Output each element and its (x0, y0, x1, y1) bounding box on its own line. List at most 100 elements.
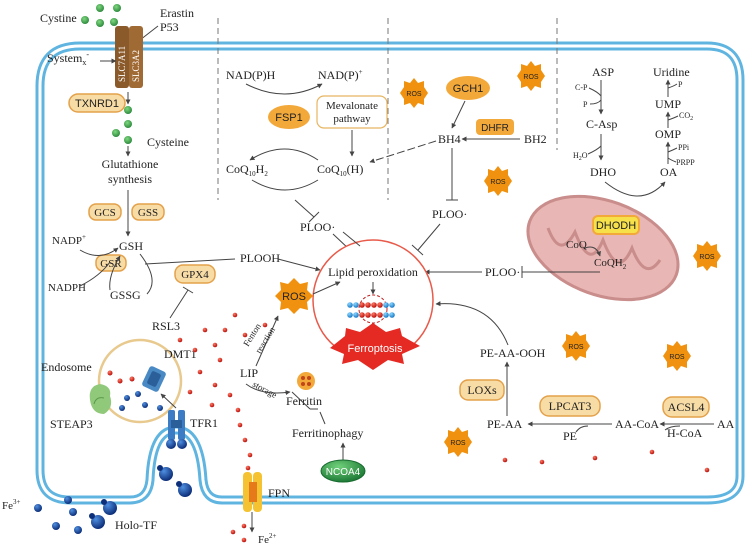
lip-label: LIP (240, 366, 258, 380)
p53-label: P53 (160, 20, 179, 34)
steap3-label: STEAP3 (50, 417, 93, 431)
bh4-label: BH4 (438, 132, 461, 146)
slc3a2-label: SLC3A2 (131, 50, 141, 82)
gcs-enzyme (88, 203, 122, 221)
ros-burst: ROS (400, 78, 428, 108)
gch1-label: GCH1 (453, 83, 484, 95)
fpn-transporter (243, 472, 262, 512)
svg-text:ROS: ROS (568, 344, 584, 351)
svg-text:ROS: ROS (669, 354, 685, 361)
txnrd1-enzyme (68, 93, 126, 113)
endosome (97, 338, 183, 424)
hcoa-label: H-CoA (667, 426, 703, 440)
system-xc-transporter: SLC7A11 SLC3A2 (115, 26, 143, 88)
dmt1-label: DMT1 (164, 347, 197, 361)
steap3-protein (89, 384, 112, 414)
rsl3-label: RSL3 (152, 319, 180, 333)
casp-label: C-Asp (586, 117, 617, 131)
coq-mito-label: CoQ (566, 239, 587, 251)
slc7a11-label: SLC7A11 (117, 46, 127, 82)
fsp1-enzyme (268, 105, 310, 129)
aa-label: AA (717, 417, 735, 431)
dhfr-enzyme (476, 119, 514, 135)
loxs-enzyme (459, 379, 505, 401)
dhodh-label: DHODH (596, 220, 636, 232)
lip-iron-pool (177, 312, 268, 471)
lpcat3-label: LPCAT3 (549, 399, 592, 413)
fe3-label: Fe3+ (2, 498, 21, 512)
nadph-fsp1-label: NAD(P)H (226, 68, 276, 82)
cystine-particles (81, 4, 121, 27)
svg-text:ROS: ROS (490, 179, 506, 186)
coq10h-label: CoQ10(H) (317, 162, 363, 178)
coqh2-mito-label: CoQH2 (594, 257, 627, 271)
prpp-label: PRPP (676, 158, 695, 167)
oa-label: OA (660, 165, 678, 179)
dhfr-label: DHFR (481, 123, 509, 134)
scattered-iron (502, 449, 710, 473)
cell-membrane (35, 41, 745, 505)
ros-burst-center (275, 278, 313, 314)
p-label: P (583, 100, 588, 109)
h2o-label: H2O (573, 151, 588, 162)
dhodh-enzyme (592, 215, 640, 235)
ros-center-label: ROS (282, 291, 306, 303)
gpx4-enzyme (174, 264, 216, 284)
omp-label: OMP (655, 127, 681, 141)
erastin-label: Erastin (160, 6, 194, 20)
gsh-synthesis-label-1: Glutathione (102, 157, 159, 171)
acsl4-enzyme (662, 396, 710, 418)
ros-burst: ROS (517, 61, 545, 91)
plooh-label: PLOOH (240, 251, 280, 265)
ploo-gch1-label: PLOO· (432, 207, 467, 221)
cystine-label: Cystine (40, 11, 77, 25)
mevalonate-box (316, 95, 388, 129)
aa-coa-label: AA-CoA (615, 417, 659, 431)
lipid-bilayer (347, 294, 395, 324)
holo-tf-label: Holo-TF (115, 518, 157, 532)
gssg-label: GSSG (110, 288, 141, 302)
fpn-label: FPN (268, 486, 290, 500)
ncoa4-protein (320, 459, 366, 483)
lipid-peroxidation-label: Lipid peroxidation (328, 265, 418, 279)
endosome-iron (107, 370, 163, 411)
acsl4-label: ACSL4 (668, 400, 705, 414)
ros-burst: ROS (663, 341, 691, 371)
gpx4-label: GPX4 (181, 269, 209, 281)
ppi-label: PPi (678, 143, 690, 152)
lpcat3-enzyme (539, 395, 601, 417)
mevalonate-label-1: Mevalonate (326, 100, 378, 112)
pe-aa-ooh-label: PE-AA-OOH (480, 346, 546, 360)
extracellular-fe3 (34, 496, 82, 534)
asp-label: ASP (592, 65, 614, 79)
co2-label: CO2 (679, 111, 693, 122)
ferritin-icon (297, 372, 315, 390)
gss-label: GSS (138, 207, 158, 219)
ros-burst: ROS (562, 331, 590, 361)
nadp-fsp1-label: NAD(P)+ (318, 68, 363, 82)
dho-label: DHO (590, 165, 616, 179)
gch1-enzyme (446, 76, 490, 100)
tfr1-receptor (166, 410, 187, 449)
bh2-label: BH2 (524, 132, 547, 146)
ferritin-label: Ferritin (286, 394, 322, 408)
ros-burst: ROS (693, 241, 721, 271)
ploo-dhodh-label: PLOO· (485, 265, 520, 279)
svg-text:ROS: ROS (450, 440, 466, 447)
txnrd1-label: TXNRD1 (75, 98, 119, 110)
ferroptosis-label: Ferroptosis (347, 343, 403, 355)
dmt1-transporter (142, 366, 166, 392)
fsp1-label: FSP1 (275, 112, 303, 124)
ros-burst: ROS (444, 427, 472, 457)
gsh-label: GSH (119, 239, 143, 253)
cysteine-label: Cysteine (147, 135, 189, 149)
ncoa4-label: NCOA4 (326, 467, 361, 478)
gsh-synthesis-label-2: synthesis (108, 172, 152, 186)
uridine-label: Uridine (653, 65, 690, 79)
gss-enzyme (131, 203, 165, 221)
system-xc-label: Systemx- (47, 50, 89, 67)
endosome-label: Endosome (41, 360, 92, 374)
ploo-fsp1-label: PLOO· (300, 220, 335, 234)
ferroptosis-burst (330, 323, 420, 370)
